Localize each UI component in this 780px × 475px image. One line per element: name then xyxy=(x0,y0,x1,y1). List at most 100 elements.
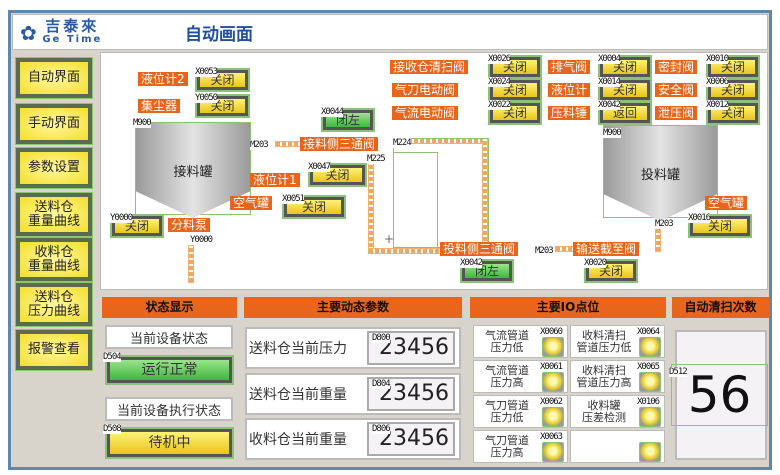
pipe xyxy=(368,160,374,254)
nav-button-label: 自动界面 xyxy=(27,70,80,85)
io-tag: X0060 xyxy=(540,327,563,337)
valve-tag: X0014 xyxy=(598,77,621,87)
valve-label: 接料侧三通阀 xyxy=(300,137,379,151)
valve-tag: X0042 xyxy=(460,258,483,268)
logo-cn: 吉泰來 xyxy=(45,17,100,35)
nav-button[interactable]: 参数设置 xyxy=(15,147,93,189)
param-tag: D800 xyxy=(372,333,391,343)
nav-button-label: 送料仓 压力曲线 xyxy=(27,289,80,319)
indicator-lamp-icon xyxy=(542,442,564,462)
device-state-tag: D504 xyxy=(103,352,122,362)
indicator-lamp-icon xyxy=(639,337,661,357)
params-panel-title: 主要动态参数 xyxy=(244,297,462,318)
valve-label: 接收仓清扫阀 xyxy=(390,60,469,74)
nav-button[interactable]: 送料仓 压力曲线 xyxy=(15,282,93,327)
nav-button-label: 报警查看 xyxy=(27,342,80,357)
clean-count-tag: D512 xyxy=(669,367,688,377)
valve-toggle-button[interactable]: 关闭 xyxy=(308,163,367,187)
nav-button[interactable]: 手动界面 xyxy=(15,103,93,145)
io-cell: 气刀管道 压力高 X0063 xyxy=(473,430,568,463)
valve-label: 投料侧三通阀 xyxy=(440,242,519,256)
valve-label: 输送截至阀 xyxy=(573,242,640,256)
valve-tag: Y0000 xyxy=(110,213,133,223)
io-label: 气刀管道 压力低 xyxy=(485,399,529,424)
valve-label: 密封阀 xyxy=(655,60,698,74)
param-tag: D806 xyxy=(372,424,391,434)
nav-button-label: 收料仓 重量曲线 xyxy=(27,244,80,274)
io-label: 气刀管道 压力高 xyxy=(485,434,529,459)
tank-tag: M900 xyxy=(603,128,622,138)
clean-count-title: 自动清扫次数 xyxy=(672,297,769,318)
nav-button[interactable]: 送料仓 重量曲线 xyxy=(15,192,93,237)
io-tag: X0106 xyxy=(637,397,660,407)
valve-tag: Y0050 xyxy=(195,93,218,103)
flower-logo-icon: ✿ xyxy=(20,21,37,45)
page-title: 自动画面 xyxy=(185,25,253,45)
nav-button[interactable]: 自动界面 xyxy=(15,57,93,99)
nav-button[interactable]: 报警查看 xyxy=(15,329,93,371)
io-panel-title: 主要IO点位 xyxy=(470,297,666,318)
signal-tag: M203 xyxy=(655,219,674,229)
device-state-label: 当前设备状态 xyxy=(105,325,233,349)
param-label: 送料仓当前重量 xyxy=(249,387,347,403)
valve-tag: X0053 xyxy=(195,67,218,77)
indicator-lamp-icon xyxy=(639,372,661,392)
pipe xyxy=(368,248,442,254)
header-bar xyxy=(12,14,768,50)
valve-tag: X0006 xyxy=(706,77,729,87)
io-cell: 气流管道 压力低 X0060 xyxy=(473,325,568,358)
valve-tag: X0012 xyxy=(706,100,729,110)
logo: ✿ 吉泰來 Ge Time xyxy=(20,17,102,46)
valve-tag: X0016 xyxy=(688,213,711,223)
nav-button-label: 参数设置 xyxy=(27,160,80,175)
valve-label: 气刀电动阀 xyxy=(392,83,459,97)
valve-tag: X0026 xyxy=(488,54,511,64)
io-tag: X0062 xyxy=(540,397,563,407)
nav-button-label: 送料仓 重量曲线 xyxy=(27,199,80,229)
valve-tag: X0022 xyxy=(488,100,511,110)
valve-label: 液位计1 xyxy=(250,173,300,187)
pipe xyxy=(188,245,194,283)
valve-label: 泄压阀 xyxy=(655,106,698,120)
valve-tag: X0024 xyxy=(488,77,511,87)
nav-button[interactable]: 收料仓 重量曲线 xyxy=(15,237,93,282)
valve-tag: X0044 xyxy=(321,107,344,117)
io-label: 收料罐 压差检测 xyxy=(582,399,626,424)
valve-tag: X0020 xyxy=(584,258,607,268)
param-row: 送料仓当前重量 xyxy=(245,373,461,415)
valve-tag: X0004 xyxy=(598,54,621,64)
pipe xyxy=(555,246,575,252)
valve-label: 安全阀 xyxy=(655,83,698,97)
io-tag: X0065 xyxy=(637,362,660,372)
tank-label: 投料罐 xyxy=(640,168,680,183)
valve-label: 排气阀 xyxy=(548,60,591,74)
signal-tag: M203 xyxy=(535,246,554,256)
valve-toggle-button[interactable]: 关闭 xyxy=(688,214,752,238)
valve-label: 空气罐 xyxy=(705,196,748,210)
param-label: 收料仓当前重量 xyxy=(249,432,347,448)
io-tag: X0063 xyxy=(540,432,563,442)
io-label: 气流管道 压力低 xyxy=(485,329,529,354)
io-cell: 收料罐 压差检测 X0106 xyxy=(570,395,665,428)
indicator-lamp-icon xyxy=(639,407,661,427)
io-label: 气流管道 压力高 xyxy=(485,364,529,389)
signal-tag: M224 xyxy=(393,138,412,148)
exec-state-label: 当前设备执行状态 xyxy=(105,397,233,421)
device-state-indicator: 运行正常 xyxy=(105,355,234,385)
signal-tag: M203 xyxy=(250,140,269,150)
indicator-lamp-icon xyxy=(542,337,564,357)
valve-label: 空气罐 xyxy=(230,196,273,210)
clean-count-value: 56 xyxy=(671,364,768,426)
indicator-lamp-icon xyxy=(542,372,564,392)
param-tag: D804 xyxy=(372,379,391,389)
io-tag: X0061 xyxy=(540,362,563,372)
status-panel-title: 状态显示 xyxy=(102,297,237,318)
valve-label: 分料泵 xyxy=(168,218,211,232)
valve-label: 集尘器 xyxy=(138,99,181,113)
cursor-crosshair-icon: + xyxy=(384,232,395,246)
valve-tag: X0051 xyxy=(282,194,305,204)
signal-tag: Y0000 xyxy=(190,235,213,245)
io-cell: 气流管道 压力高 X0061 xyxy=(473,360,568,393)
